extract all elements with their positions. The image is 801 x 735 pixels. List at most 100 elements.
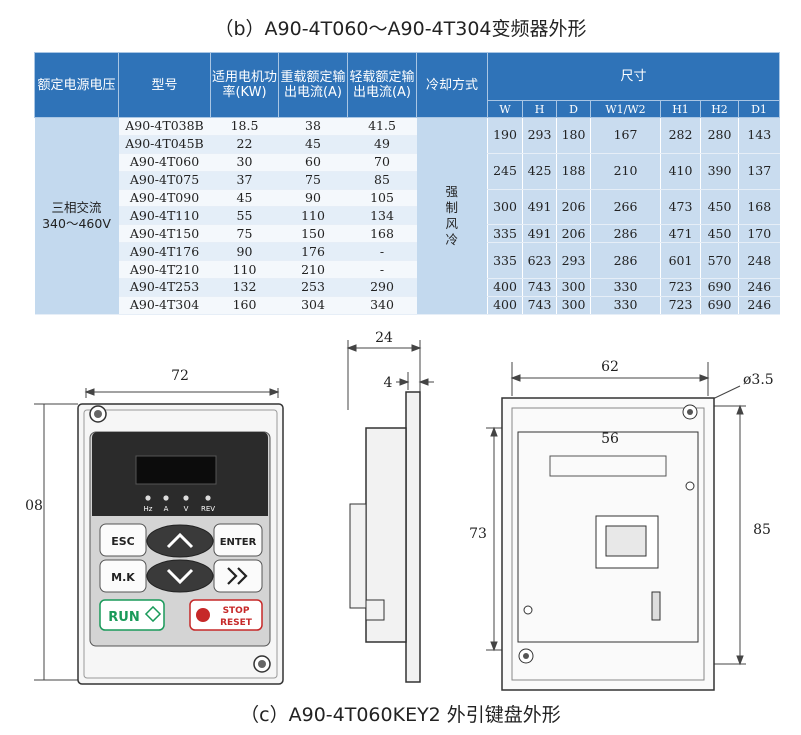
stop-label: STOP xyxy=(223,606,250,616)
stop-reset-button[interactable]: STOP RESET xyxy=(189,599,263,631)
down-button[interactable] xyxy=(146,559,214,593)
cooling-char: 制 xyxy=(445,199,458,215)
cell-power: 55 xyxy=(210,206,279,226)
up-button[interactable] xyxy=(146,524,214,558)
cell-heavy: 150 xyxy=(278,224,348,244)
header-light-current: 轻载额定输出电流(A) xyxy=(347,52,417,118)
dim-cell: 300 xyxy=(556,278,591,297)
header-power: 适用电机功率(KW) xyxy=(210,52,279,118)
enter-button[interactable]: ENTER xyxy=(213,523,263,557)
cell-light: 49 xyxy=(347,135,417,154)
cell-light: - xyxy=(347,242,417,262)
cell-light: 168 xyxy=(347,224,417,244)
run-diamond-icon xyxy=(144,605,162,623)
dim-cell: 170 xyxy=(738,224,780,244)
figure-title-b: （b）A90-4T060～A90-4T304变频器外形 xyxy=(214,18,587,40)
dim-cell: 491 xyxy=(522,189,557,226)
cell-light: 134 xyxy=(347,206,417,226)
dim-cell: 450 xyxy=(700,189,739,226)
led-a-label: A xyxy=(164,505,169,513)
cell-model: A90-4T038B xyxy=(118,117,211,136)
dim-cell: 167 xyxy=(590,117,661,154)
esc-button[interactable]: ESC xyxy=(99,523,147,557)
cell-light: 41.5 xyxy=(347,117,417,136)
dim-cell: 300 xyxy=(487,189,523,226)
side-flange-dim: 4 xyxy=(384,375,393,391)
dim-cell: 206 xyxy=(556,224,591,244)
cell-heavy: 90 xyxy=(278,189,348,208)
dim-cell: 335 xyxy=(487,224,523,244)
dim-cell: 723 xyxy=(660,296,701,315)
dim-cell: 410 xyxy=(660,153,701,190)
dim-cell: 743 xyxy=(522,278,557,297)
dim-cell: 266 xyxy=(590,189,661,226)
dim-cell: 137 xyxy=(738,153,780,190)
dim-cell: 601 xyxy=(660,242,701,280)
cell-power: 110 xyxy=(210,260,279,280)
cell-model: A90-4T075 xyxy=(118,171,211,190)
header-dim-4: H1 xyxy=(660,100,701,118)
header-dim-3: W1/W2 xyxy=(590,100,661,118)
drawing-area: Hz A V REV ESC ENTER M.K xyxy=(25,330,774,691)
dim-cell: 570 xyxy=(700,242,739,280)
cell-light: 340 xyxy=(347,296,417,315)
cell-model: A90-4T110 xyxy=(118,206,211,226)
esc-label: ESC xyxy=(111,535,135,548)
dim-cell: 245 xyxy=(487,153,523,190)
chevron-up-icon xyxy=(166,532,194,549)
cell-model: A90-4T253 xyxy=(118,278,211,297)
led-indicators: Hz A V REV xyxy=(144,495,215,513)
header-dim-1: H xyxy=(522,100,557,118)
keypad-controls: Hz A V REV ESC ENTER M.K xyxy=(99,495,263,631)
dim-cell: 293 xyxy=(556,242,591,280)
back-inner-height-dim: 73 xyxy=(469,526,487,542)
cell-model: A90-4T304 xyxy=(118,296,211,315)
back-inner-width-dim: 56 xyxy=(601,431,619,447)
cell-model: A90-4T176 xyxy=(118,242,211,262)
chevron-down-icon xyxy=(166,568,194,585)
cell-power: 160 xyxy=(210,296,279,315)
dim-cell: 330 xyxy=(590,278,661,297)
keypad-width-dim: 72 xyxy=(171,368,189,384)
figure-title-c: （c）A90-4T060KEY2 外引键盘外形 xyxy=(240,704,561,726)
dim-cell: 210 xyxy=(590,153,661,190)
dim-cell: 293 xyxy=(522,117,557,154)
header-size: 尺寸 xyxy=(487,52,780,101)
back-hole-dim: ø3.5 xyxy=(743,372,774,388)
cooling-char: 强 xyxy=(445,183,458,199)
stop-icon xyxy=(196,608,210,622)
dim-cell: 188 xyxy=(556,153,591,190)
cell-power: 37 xyxy=(210,171,279,190)
cell-light: - xyxy=(347,260,417,280)
dim-cell: 143 xyxy=(738,117,780,154)
voltage-line: 三相交流 xyxy=(51,199,102,215)
cell-model: A90-4T060 xyxy=(118,153,211,172)
cell-heavy: 210 xyxy=(278,260,348,280)
shift-button[interactable] xyxy=(213,559,263,593)
dim-cell: 471 xyxy=(660,224,701,244)
voltage-line: 340～460V xyxy=(42,215,111,231)
cell-light: 85 xyxy=(347,171,417,190)
mk-button[interactable]: M.K xyxy=(99,559,147,593)
cell-heavy: 60 xyxy=(278,153,348,172)
cell-power: 22 xyxy=(210,135,279,154)
run-label: RUN xyxy=(108,610,139,625)
dim-cell: 450 xyxy=(700,224,739,244)
side-view xyxy=(346,340,434,683)
cell-model: A90-4T210 xyxy=(118,260,211,280)
keypad-height-dim: 08 xyxy=(25,498,43,514)
dim-cell: 246 xyxy=(738,278,780,297)
dim-cell: 623 xyxy=(522,242,557,280)
back-height-dim: 85 xyxy=(753,522,771,538)
side-depth-dim: 24 xyxy=(375,330,393,346)
run-button[interactable]: RUN xyxy=(99,599,165,631)
cell-model: A90-4T150 xyxy=(118,224,211,244)
cooling-char: 冷 xyxy=(445,231,458,247)
dim-cell: 180 xyxy=(556,117,591,154)
